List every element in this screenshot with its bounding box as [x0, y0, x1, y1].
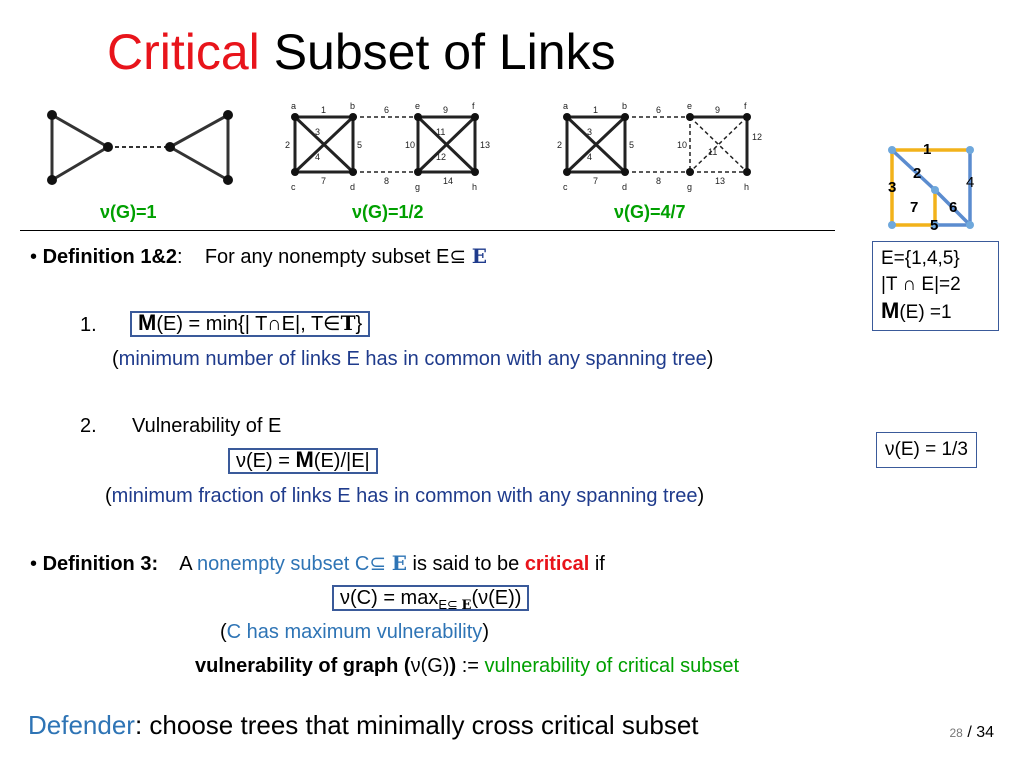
edge-label: 7 [910, 199, 918, 216]
edge-label: 6 [949, 199, 957, 216]
edge-label: 11 [436, 127, 445, 137]
edge-label: 5 [930, 217, 938, 234]
footer-statement: Defender: choose trees that minimally cr… [28, 708, 699, 742]
item1-formula: M(E) = min{| T∩E|, T∈T} [130, 310, 371, 337]
edge-label: 12 [752, 132, 762, 142]
graph-small-colored: 1 2 3 7 6 5 4 [888, 141, 974, 234]
edge-label: 1 [321, 105, 326, 115]
edge-label: 2 [557, 140, 562, 150]
edge-label: 9 [443, 105, 448, 115]
edge-label: 4 [315, 152, 320, 162]
item2-description: (minimum fraction of links E has in comm… [105, 485, 705, 507]
example-M: M(E) =1 [881, 298, 952, 323]
graph2-value: ν(G)=1/2 [352, 202, 424, 222]
edge-label: 3 [888, 179, 896, 196]
node-label: e [415, 101, 420, 111]
graph3-value: ν(G)=4/7 [614, 202, 686, 222]
example-box: E={1,4,5} |T ∩ E|=2 M(E) =1 [872, 241, 999, 331]
edge-label: 9 [715, 105, 720, 115]
graph-vulnerability-def: vulnerability of graph (ν(G)) := vulnera… [195, 655, 740, 677]
title-rest: Subset of Links [273, 24, 616, 80]
item2-label: Vulnerability of E [132, 415, 282, 437]
node-label: h [744, 182, 749, 192]
definition-1-2: • Definition 1&2: For any nonempty subse… [30, 244, 487, 268]
vulnerability-box: ν(E) = 1/3 [876, 432, 977, 468]
def12-label: Definition 1&2 [42, 246, 178, 268]
footer-defender: Defender [28, 710, 135, 740]
critical-boxed: ν(C) = maxE⊆ E(ν(E)) [332, 585, 530, 613]
node-label: e [687, 101, 692, 111]
footer-rest: : choose trees that minimally cross crit… [134, 710, 699, 740]
edge-label: 1 [923, 141, 931, 158]
item2-number: 2. [80, 415, 97, 437]
item2-formula: ν(E) = M(E)/|E| [228, 447, 378, 474]
slide-title: Critical Subset of Links [107, 22, 616, 82]
page-number: 28 / 34 [950, 724, 995, 742]
edge-label: 10 [405, 140, 415, 150]
bold-E: E [471, 244, 487, 268]
edge-label: 14 [443, 176, 453, 186]
edge-label: 1 [593, 105, 598, 115]
graph-two-k4: a b e f c d g h 1 2 3 4 5 6 7 8 9 10 11 … [285, 101, 490, 192]
node-label: a [291, 101, 296, 111]
node-label: a [563, 101, 568, 111]
title-critical: Critical [107, 24, 260, 80]
graph1-value: ν(G)=1 [100, 202, 157, 222]
item1-description: (minimum number of links E has in common… [112, 348, 714, 370]
node-label: d [350, 182, 355, 192]
def12-text: For any nonempty subset E [204, 246, 450, 268]
edge-label: 11 [708, 147, 717, 157]
node-label: d [622, 182, 627, 192]
edge-label: 5 [629, 140, 634, 150]
node-label: c [291, 182, 296, 192]
edge-label: 3 [587, 127, 592, 137]
vulnerability-value: ν(E) = 1/3 [885, 439, 968, 460]
edge-label: 6 [656, 105, 661, 115]
node-label: g [687, 182, 692, 192]
definition-3: • Definition 3: A nonempty subset C⊆ E i… [30, 551, 605, 575]
node-label: b [350, 101, 355, 111]
edge-label: 13 [480, 140, 490, 150]
graph-k4-dashed: a b e f c d g h 1 2 3 4 5 6 7 8 9 10 11 … [557, 101, 762, 192]
node-label: g [415, 182, 420, 192]
edge-label: 13 [715, 176, 725, 186]
node-label: f [472, 101, 475, 111]
page-total: / 34 [967, 724, 994, 741]
example-set: E={1,4,5} [881, 248, 960, 269]
page-current: 28 [949, 726, 963, 740]
divider [20, 230, 835, 231]
critical-description: (C has maximum vulnerability) [220, 621, 489, 643]
edge-label: 12 [436, 152, 446, 162]
example-intersection: |T ∩ E|=2 [881, 274, 961, 295]
item2-boxed: ν(E) = M(E)/|E| [228, 447, 378, 474]
edge-label: 2 [285, 140, 290, 150]
edge-label: 7 [593, 176, 598, 186]
edge-label: 3 [315, 127, 320, 137]
graph-bowtie [47, 110, 233, 185]
edge-label: 4 [587, 152, 592, 162]
item1-number: 1. [80, 314, 97, 336]
edge-label: 8 [656, 176, 661, 186]
edge-label: 4 [966, 174, 974, 191]
edge-label: 2 [913, 165, 921, 182]
item1-boxed: M(E) = min{| T∩E|, T∈T} [130, 310, 371, 337]
edge-label: 8 [384, 176, 389, 186]
node-label: f [744, 101, 747, 111]
edge-label: 5 [357, 140, 362, 150]
node-label: h [472, 182, 477, 192]
node-label: b [622, 101, 627, 111]
critical-formula: ν(C) = maxE⊆ E(ν(E)) [332, 585, 530, 619]
edge-label: 7 [321, 176, 326, 186]
edge-label: 10 [677, 140, 687, 150]
edge-label: 6 [384, 105, 389, 115]
node-label: c [563, 182, 568, 192]
